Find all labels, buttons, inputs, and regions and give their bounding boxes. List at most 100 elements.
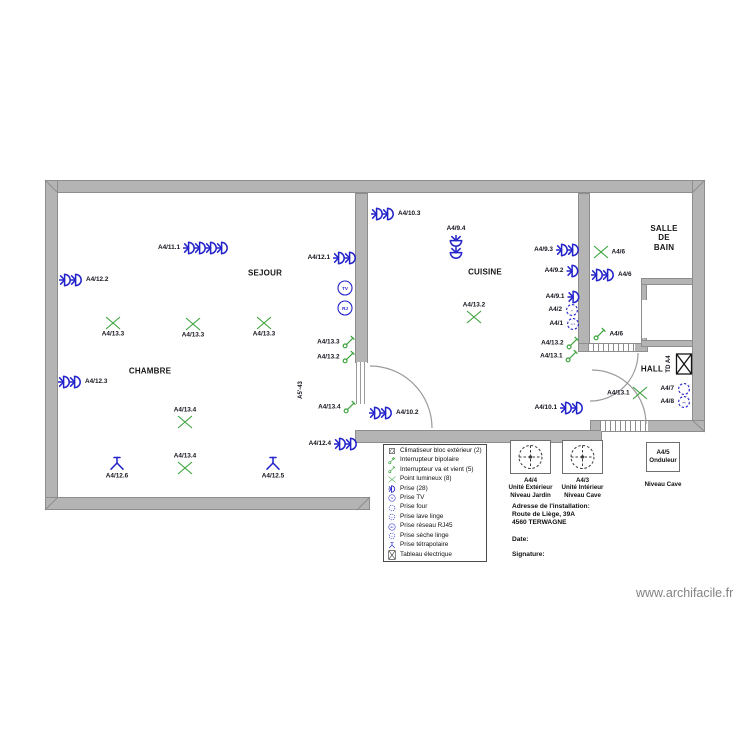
wall-wc-top [641, 278, 693, 285]
svg-text:-: - [571, 308, 573, 314]
tableau-icon [386, 550, 398, 560]
device-label: A4/10.2 [396, 408, 419, 416]
svg-text:···: ··· [571, 322, 576, 328]
wall-bottom-kitchen [355, 430, 602, 443]
device-label: A4/9.3 [534, 245, 553, 253]
onduleur-label: Onduleur [649, 457, 677, 464]
unit-box-interior [562, 440, 603, 474]
device-label: A4/13.2 [462, 301, 486, 309]
svg-text:RJ: RJ [391, 526, 395, 528]
svg-text:-: - [392, 507, 393, 510]
room-label-chambre: CHAMBRE [128, 366, 172, 376]
unit-line1: Unité Extérieur [508, 484, 553, 492]
device-label: A4/13.1 [607, 388, 630, 396]
dash1-icon: - [386, 503, 398, 513]
lightx-icon [386, 474, 398, 484]
dash2-icon: ··· [386, 512, 398, 522]
device-label: A4/12.6 [105, 472, 129, 480]
unit-line1: Unité Intérieur [561, 484, 604, 492]
unit-label-interior: A4/3 Unité Intérieur Niveau Cave [552, 477, 613, 499]
door-opening-wc [642, 300, 647, 338]
device-label: A4/12.4 [308, 439, 331, 447]
device-label: A4/13.4 [173, 406, 197, 414]
unit-id: A4/3 [575, 477, 590, 484]
installation-heading: Adresse de l'installation: [512, 503, 590, 510]
device-A4/13.1-switch-symbol: A4/13.1 [540, 349, 579, 363]
legend-label: Prise tétrapolaire [400, 541, 449, 549]
wall-label: TD A4 [666, 355, 672, 373]
trident-icon [386, 540, 398, 550]
room-label-sejour: SEJOUR [247, 268, 283, 278]
device-A4/9.1-outlet1-symbol: A4/9.1 [546, 290, 581, 304]
outlet1-icon [386, 484, 398, 494]
device-A4/13.1-lightx-symbol: A4/13.1 [607, 386, 648, 400]
device-label: A4/13.3 [252, 330, 276, 338]
device-label: A4/11.1 [157, 243, 180, 251]
device-A4/13.3-lightx-symbol: A4/13.3 [253, 316, 275, 337]
device-label: A4/9.4 [446, 224, 466, 232]
device-label: A4/13.4 [318, 402, 341, 410]
svg-text:TV: TV [342, 286, 349, 291]
device-A4/6-switch-symbol: A4/6 [593, 327, 623, 341]
device-label: A4/13.2 [541, 338, 564, 346]
unit-id: A4/4 [523, 477, 538, 484]
legend-label: Prise TV [400, 494, 425, 502]
device-A4/1-dashcircle-symbol: ··· A4/1 [550, 317, 580, 331]
legend-item: Tableau électrique [386, 550, 484, 560]
device-label: A4/9.1 [545, 292, 565, 300]
legend-label: Interrupteur va et vient (5) [400, 465, 474, 473]
legend-label: Prise (28) [400, 484, 428, 492]
device-A4/9.3-outlet2-symbol: A4/9.3 [534, 243, 580, 257]
device-label: A4/12.2 [86, 275, 109, 283]
device-tableau-tableau-symbol [675, 353, 693, 375]
onduleur-box: A4/5 Onduleur [646, 442, 680, 472]
installation-city: 4560 TERWAGNE [512, 518, 567, 526]
signature-label: Signature: [512, 550, 545, 558]
device-label: A4/1 [549, 319, 564, 327]
device-label: A4/12.5 [261, 472, 285, 480]
device-A4/9.4-outlet2v-symbol: A4/9.4 [447, 225, 465, 260]
device-A4/13.4-lightx-symbol: A4/13.4 [174, 406, 196, 429]
device-A4/12.6-trident-symbol: A4/12.6 [106, 456, 128, 479]
room-label-salle: SALLE DE BAIN [650, 223, 678, 252]
watermark: www.archifacile.fr [636, 586, 734, 600]
room-label-hall: HALL [640, 364, 664, 374]
window-hall-bottom [600, 421, 648, 431]
device-label: A4/13.2 [317, 352, 340, 360]
device-A4/13.4-lightx-symbol: A4/13.4 [174, 452, 196, 475]
svg-text:RJ: RJ [342, 306, 348, 311]
device-label: A4/13.3 [181, 331, 205, 339]
device-label: A4/6 [618, 270, 632, 278]
device-A4/13.2-switch-symbol: A4/13.2 [541, 336, 580, 350]
device-A4/10.3-outlet2-symbol: A4/10.3 [371, 207, 420, 221]
date-label: Date: [512, 535, 529, 543]
legend-item: Interrupteur va et vient (5) [386, 465, 484, 474]
unit-box-exterior [510, 440, 551, 474]
device-A4/9.2-outlet1-symbol: A4/9.2 [545, 264, 580, 278]
unit-label-exterior: A4/4 Unité Extérieur Niveau Jardin [500, 477, 561, 499]
device-label: A4/2 [548, 305, 563, 313]
wall-wc-bottom [641, 340, 693, 347]
device-A4/13.3-switch-symbol: A4/13.3 [317, 335, 356, 349]
installation-street: Route de Liège, 39A [512, 510, 576, 518]
dash2-icon: ··· [386, 531, 398, 541]
device-label: A4/12.3 [85, 377, 108, 385]
svg-text:--: -- [682, 400, 686, 406]
device-A4/12.5-trident-symbol: A4/12.5 [262, 456, 284, 479]
door-opening-sejour-cuisine [356, 362, 367, 404]
device-A4/11.1-outlet4-symbol: A4/11.1 [158, 241, 229, 255]
svg-text:···: ··· [391, 516, 394, 519]
window-bath-hall [588, 344, 635, 351]
device-label: A4/10.3 [398, 209, 421, 217]
legend-label: Tableau électrique [400, 550, 452, 558]
wall-label: A5'-43 [298, 381, 304, 399]
fan-icon [518, 445, 543, 469]
device-TV-circletext-symbol: TV [337, 280, 353, 296]
device-A4/13.3-lightx-symbol: A4/13.3 [102, 316, 124, 337]
rj-icon: RJ [386, 522, 398, 532]
legend-label: Point lumineux (8) [400, 475, 452, 483]
legend-label: Interrupteur bipolaire [400, 456, 459, 464]
